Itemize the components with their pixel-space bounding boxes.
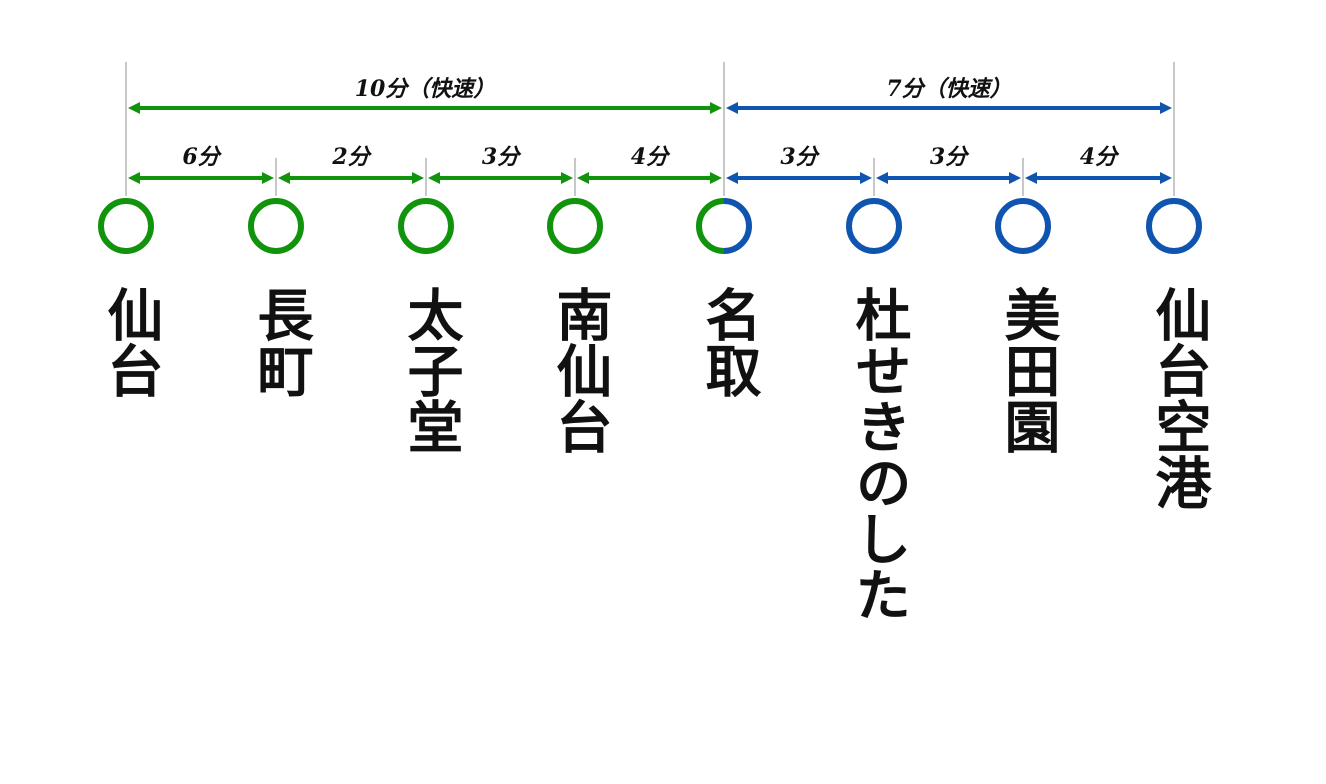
station-name: 長町 [248, 286, 313, 398]
segment-time-label: 2分 [331, 144, 372, 170]
segment-arrow [428, 172, 573, 184]
segment-time-label: 3分 [930, 144, 970, 170]
station-name: 仙台空港 [1146, 286, 1211, 510]
station-marker-green-half [696, 198, 725, 254]
segment-arrow-head-right [710, 172, 722, 184]
rapid-time-label: 10分（快速） [355, 76, 496, 102]
segment-arrow [1025, 172, 1172, 184]
segment-arrow-head-right [412, 172, 424, 184]
segment-time-label: 4分 [631, 144, 671, 170]
segment-time-label: 3分 [482, 144, 522, 170]
segment-arrow [726, 172, 872, 184]
station-marker [547, 198, 603, 254]
segment-arrow-head-left [128, 172, 140, 184]
segment-arrow [278, 172, 424, 184]
station-marker [398, 198, 454, 254]
rapid-arrow [726, 102, 1172, 114]
segment-arrow-head-left [876, 172, 888, 184]
segment-arrow-head-right [1160, 172, 1172, 184]
segment-arrow-head-left [428, 172, 440, 184]
rapid-arrow-head-left [726, 102, 738, 114]
segment-arrow-head-left [577, 172, 589, 184]
rapid-arrow-head-right [710, 102, 722, 114]
station-marker [846, 198, 902, 254]
segment-time-label: 4分 [1080, 144, 1120, 170]
station-marker-blue-half [723, 198, 752, 254]
station-name: 美田園 [995, 286, 1060, 454]
segment-arrow [876, 172, 1021, 184]
segment-arrow-head-right [1009, 172, 1021, 184]
segment-arrow-head-right [262, 172, 274, 184]
segment-arrow-head-left [1025, 172, 1037, 184]
station-marker [995, 198, 1051, 254]
segment-arrow [577, 172, 722, 184]
station-name: 南仙台 [547, 286, 612, 454]
segment-time-label: 3分 [780, 144, 820, 170]
segment-arrow-head-left [726, 172, 738, 184]
station-name: 仙台 [98, 286, 163, 398]
station-marker [98, 198, 154, 254]
station-marker [1146, 198, 1202, 254]
rapid-time-label: 7分（快速） [886, 76, 1011, 102]
station-name: 杜せきのした [846, 286, 911, 622]
segment-arrow-head-right [561, 172, 573, 184]
segment-arrow [128, 172, 274, 184]
segment-arrow-head-left [278, 172, 290, 184]
segment-time-label: 6分 [182, 144, 222, 170]
station-marker [248, 198, 304, 254]
rapid-arrow [128, 102, 722, 114]
segment-arrow-head-right [860, 172, 872, 184]
station-name: 名取 [696, 286, 761, 398]
rapid-arrow-head-right [1160, 102, 1172, 114]
rapid-arrow-head-left [128, 102, 140, 114]
station-name: 太子堂 [398, 286, 463, 454]
